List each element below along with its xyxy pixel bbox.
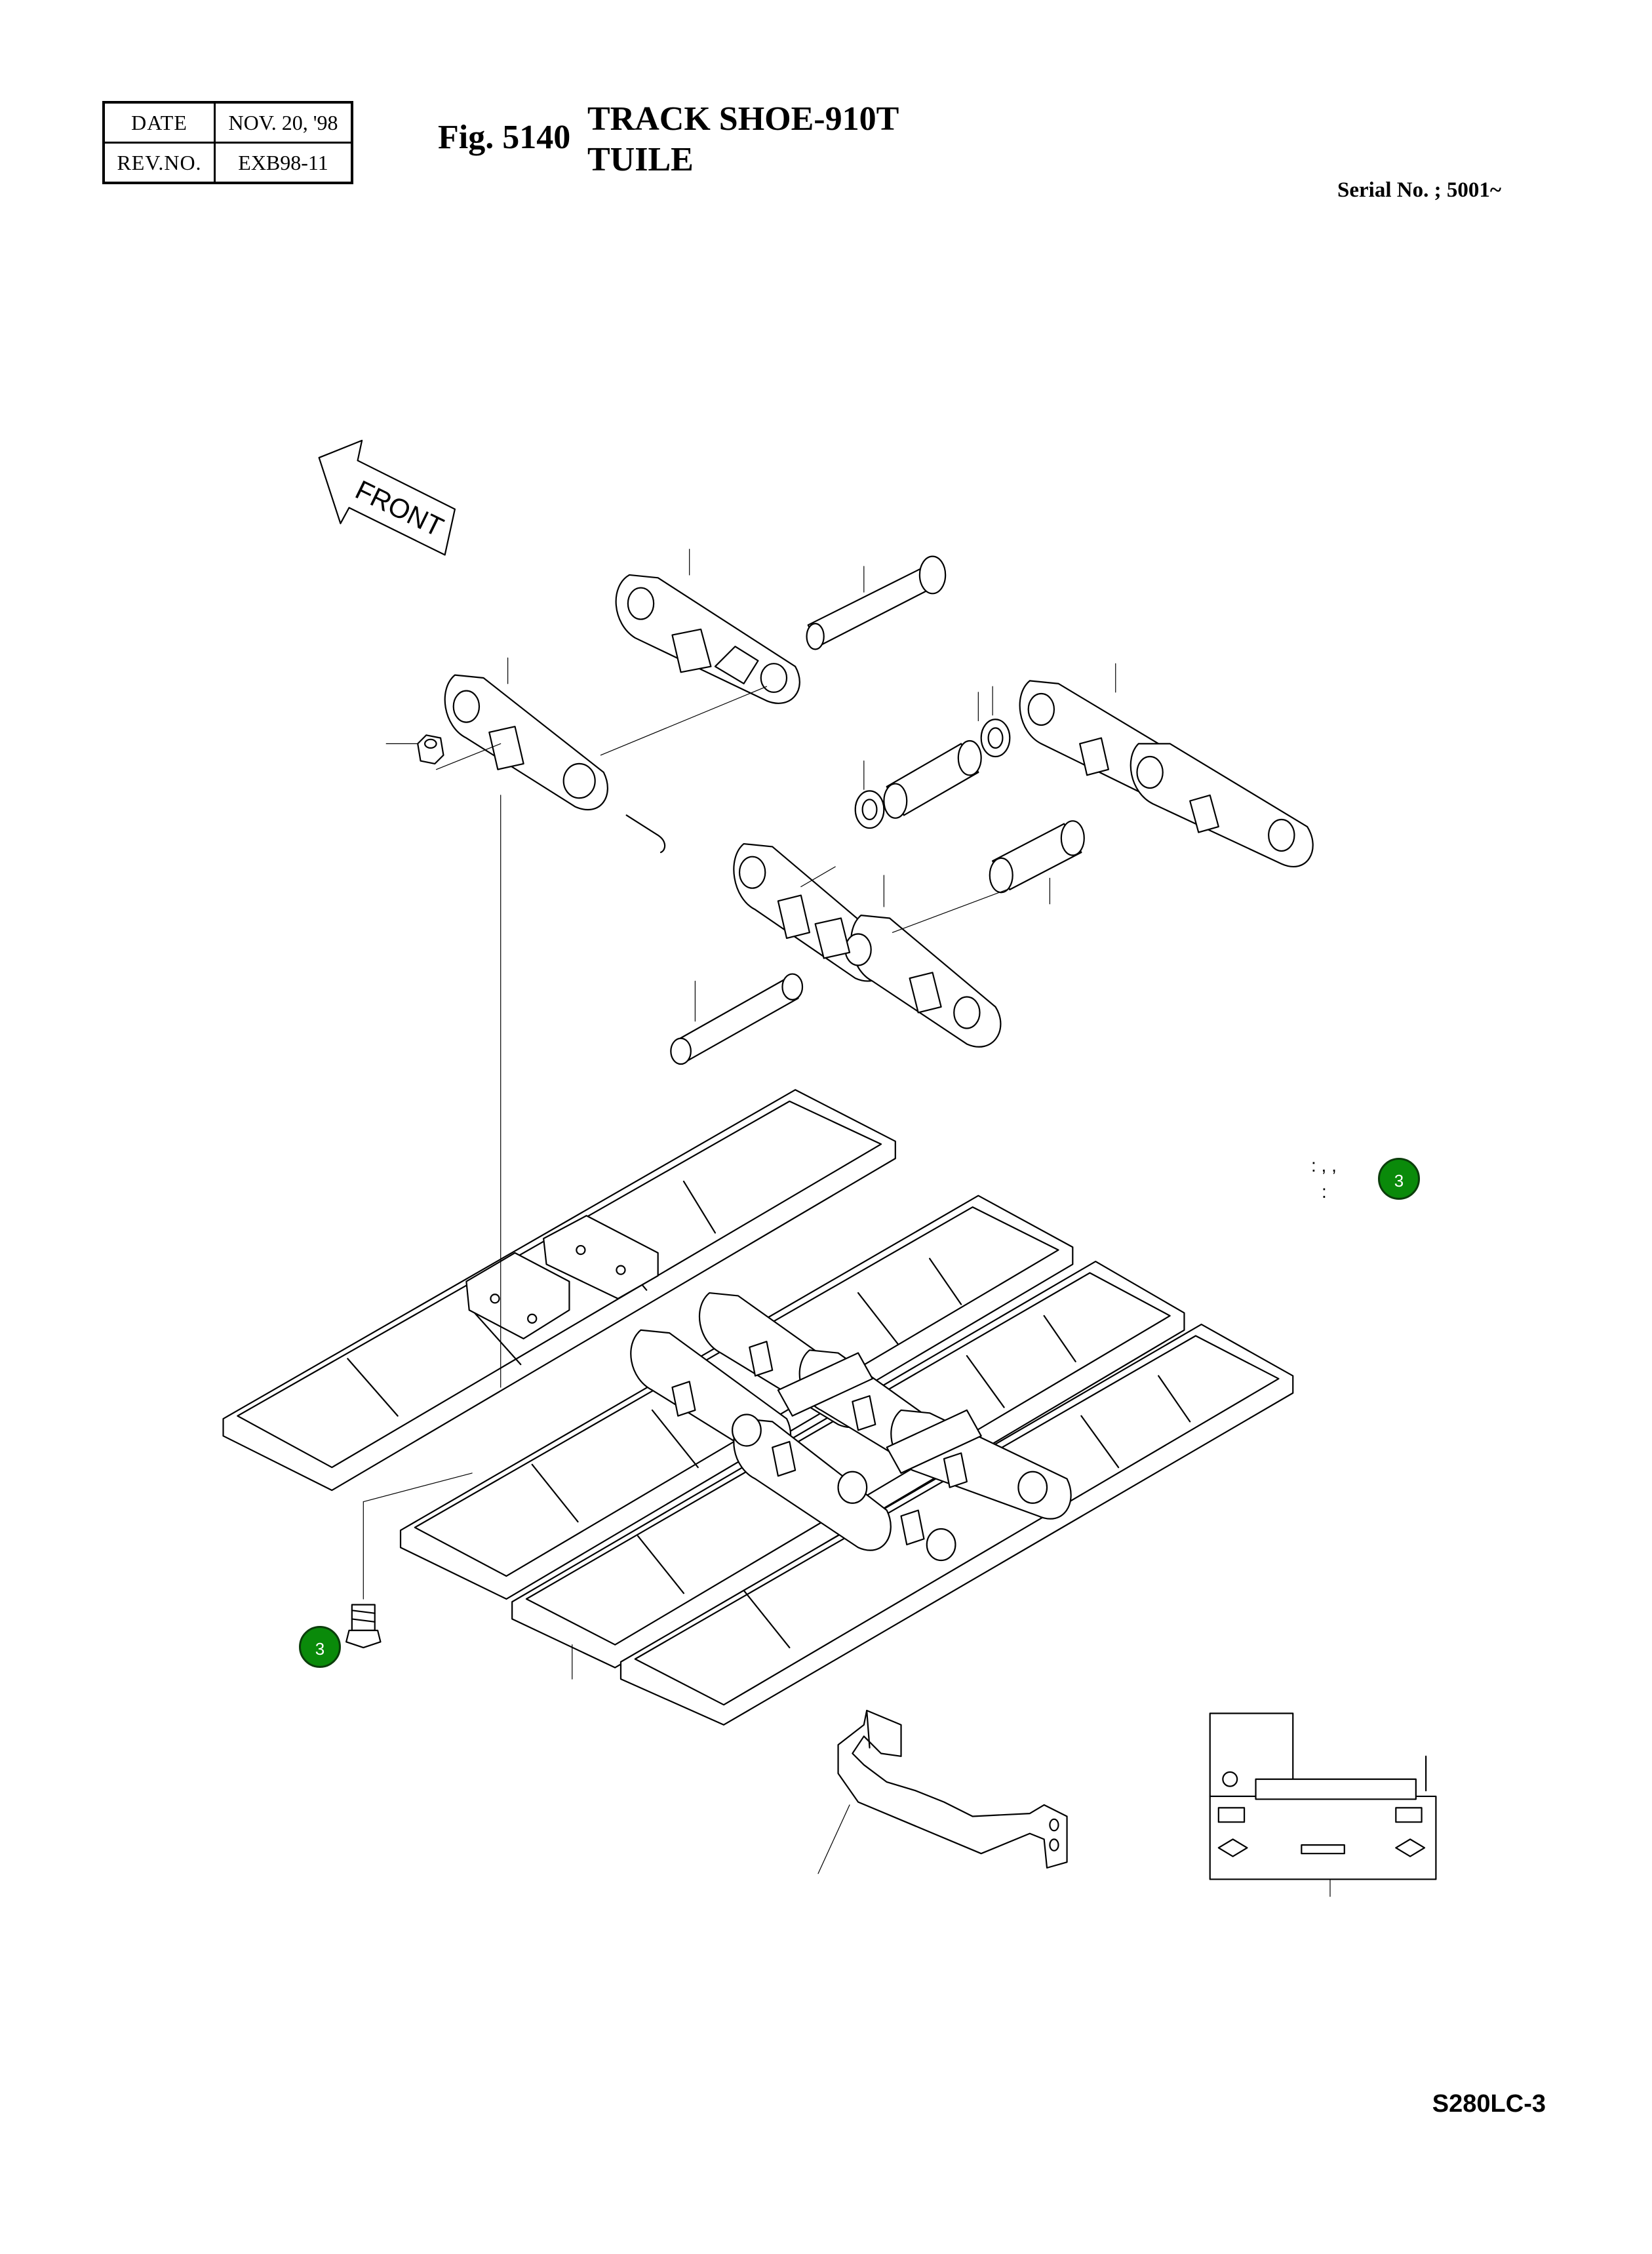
track-pin-lower [671, 974, 802, 1064]
revision-table: DATE NOV. 20, '98 REV.NO. EXB98-11 [102, 101, 353, 184]
figure-number: Fig. 5140 [438, 119, 571, 156]
track-press-device [1210, 1713, 1436, 1879]
serial-number: Serial No. ; 5001~ [1337, 178, 1501, 202]
seal-ring-right [981, 719, 1010, 757]
figure-subtitle: TUILE [587, 141, 694, 178]
nut [418, 735, 443, 764]
track-shoe-4 [621, 1324, 1293, 1725]
callout-label: 3 [315, 1639, 325, 1659]
shoe-bolt [346, 1605, 380, 1648]
callout-badge[interactable]: 3 [299, 1626, 341, 1668]
stray-marks-1: : , , [1311, 1155, 1337, 1176]
track-link-right [1020, 681, 1313, 867]
track-pin-top [807, 557, 946, 650]
front-arrow: FRONT [319, 441, 455, 555]
callout-label: 3 [1394, 1171, 1404, 1191]
track-shoe-3 [512, 1261, 1184, 1668]
seal-ring-left [856, 791, 884, 828]
date-value: NOV. 20, '98 [214, 101, 353, 144]
bushing-lower [990, 821, 1084, 892]
track-link-middle [734, 844, 1000, 1047]
callout-badge[interactable]: 3 [1378, 1158, 1420, 1200]
lock-pin [627, 815, 665, 852]
figure-title: TRACK SHOE-910T [587, 100, 899, 138]
track-shoe-1 [224, 1090, 895, 1490]
track-link-tool [838, 1710, 1067, 1868]
date-label: DATE [102, 101, 216, 144]
rev-label: REV.NO. [102, 142, 216, 184]
track-link-left [445, 675, 608, 810]
leader-lines [363, 549, 1330, 1897]
track-link-top [616, 575, 800, 703]
stray-marks-2: : [1322, 1181, 1327, 1202]
bushing-upper [884, 741, 981, 818]
assembled-track-links [631, 1293, 1071, 1560]
rev-value: EXB98-11 [214, 142, 353, 184]
model-code: S280LC-3 [1432, 2090, 1546, 2118]
